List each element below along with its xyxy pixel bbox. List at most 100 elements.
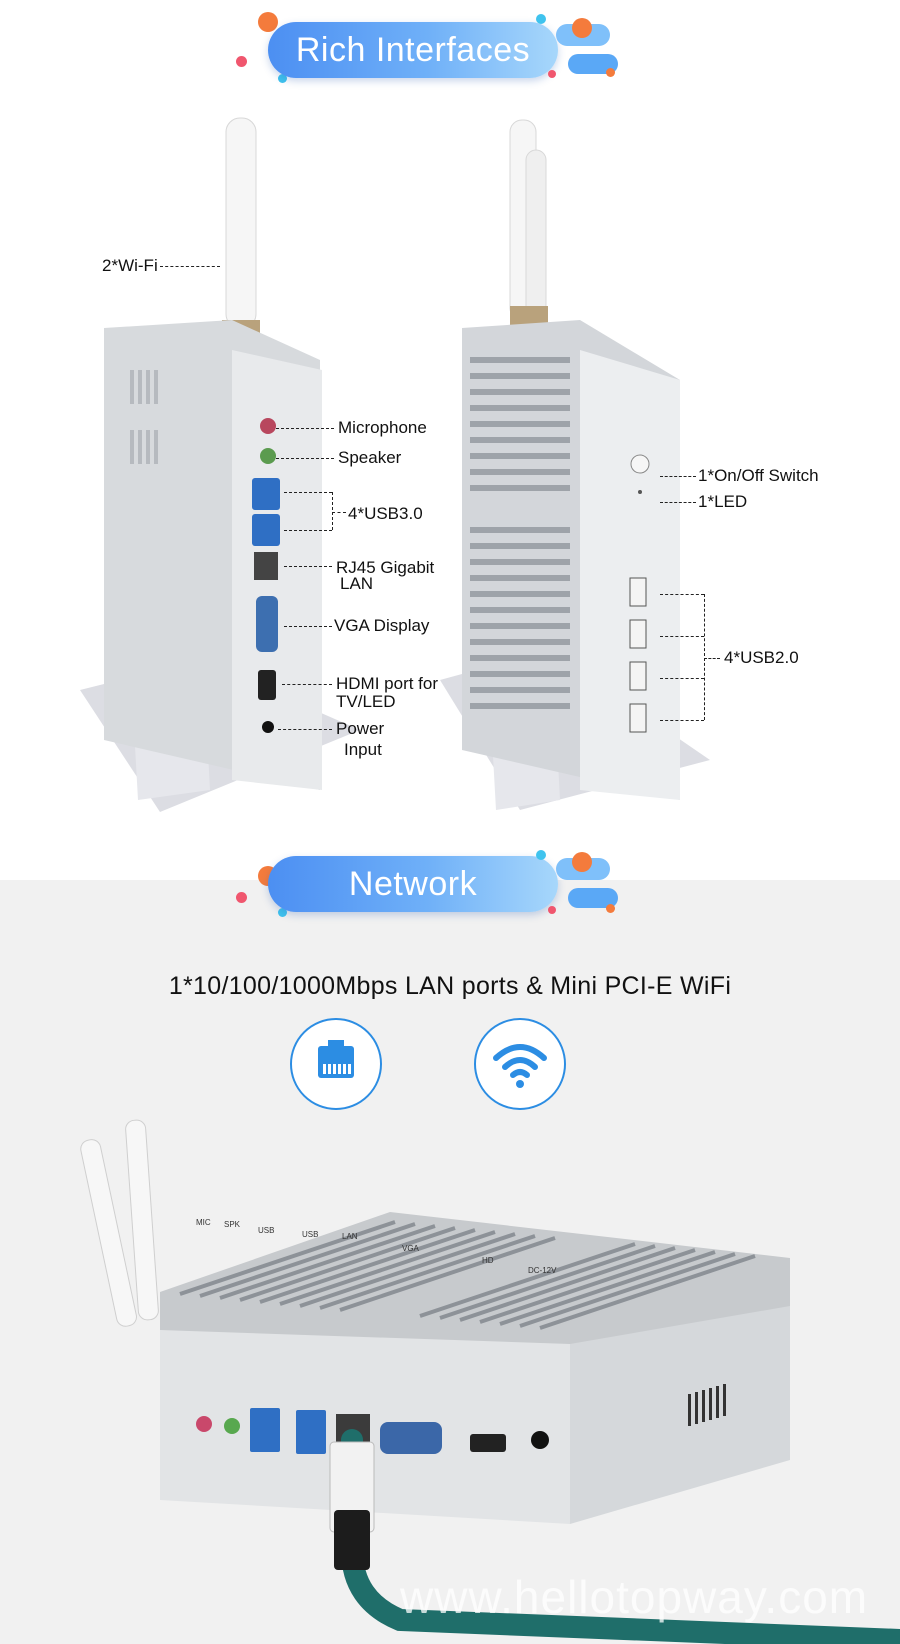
heatsink-fins: [470, 357, 570, 709]
decor-dot: [606, 68, 615, 77]
usb2-port: [629, 577, 647, 607]
hdmi-callout-line2: TV/LED: [336, 692, 396, 711]
leader-line: [332, 512, 346, 513]
hdmi-port: [470, 1434, 506, 1452]
port-label-usb: USB: [302, 1230, 319, 1239]
speaker-callout: Speaker: [338, 448, 402, 467]
network-subtitle: 1*10/100/1000Mbps LAN ports & Mini PCI-E…: [168, 972, 732, 1000]
ethernet-icon: [290, 1018, 382, 1110]
antenna: [125, 1119, 159, 1321]
decor-dot: [278, 74, 287, 83]
port-label-dc: DC-12V: [528, 1266, 557, 1275]
mini-pc-network-photo: [80, 1119, 900, 1644]
decor-dot: [548, 906, 556, 914]
antenna: [80, 1139, 137, 1327]
decor-dot: [536, 14, 546, 24]
vga-port: [380, 1422, 442, 1454]
decor-dot: [548, 70, 556, 78]
usb2-port: [629, 661, 647, 691]
usb3-port: [296, 1410, 326, 1454]
mic-port: [260, 418, 276, 434]
leader-line: [160, 266, 220, 267]
mini-pc-rear-photo: [80, 117, 360, 812]
side-vents: [130, 370, 158, 464]
wifi-icon-glyph: [493, 1044, 547, 1088]
hdmi-port: [258, 670, 276, 700]
ethernet-icon-glyph: [318, 1040, 354, 1078]
chassis-front: [580, 350, 680, 800]
banner-title: Rich Interfaces: [295, 31, 531, 69]
port-label-lan: LAN: [342, 1232, 358, 1241]
interfaces-banner: Rich Interfaces: [0, 0, 900, 90]
port-label-usb: USB: [258, 1226, 275, 1235]
heatsink-fins: [179, 1220, 756, 1330]
antenna: [225, 117, 257, 329]
power-button: [630, 454, 650, 474]
rj45-port: [254, 552, 278, 580]
usb3-callout: 4*USB3.0: [348, 504, 423, 523]
usb3-port: [250, 1408, 280, 1452]
microphone-callout: Microphone: [338, 418, 427, 437]
wifi-icon: [474, 1018, 566, 1110]
rj45-callout-line1: RJ45 Gigabit: [336, 558, 435, 577]
decor-dot: [278, 908, 287, 917]
network-banner: Network: [0, 850, 900, 970]
side-vents: [688, 1384, 726, 1426]
chassis-side: [570, 1306, 790, 1524]
power-port: [262, 721, 274, 733]
leader-bracket: [332, 492, 333, 530]
mini-pc-front-photo: [440, 119, 710, 810]
leader-line: [278, 729, 332, 730]
power-callout-line2: Input: [344, 740, 382, 759]
rj45-callout-line2: LAN: [340, 574, 374, 593]
leader-line: [276, 428, 334, 429]
wifi-callout: 2*Wi-Fi: [102, 256, 158, 275]
usb2-callout: 4*USB2.0: [724, 648, 799, 667]
leader-line: [276, 458, 334, 459]
banner-pill: [268, 856, 558, 912]
usb3-port: [252, 478, 280, 510]
leader-line: [284, 626, 332, 627]
hdmi-callout-line1: HDMI port for: [336, 674, 439, 693]
usb3-port: [252, 514, 280, 546]
banner-title: Network: [348, 865, 478, 903]
speaker-port: [260, 448, 276, 464]
vga-callout: VGA Display: [334, 616, 430, 635]
banner-tail: [568, 54, 618, 74]
speaker-port: [224, 1418, 240, 1434]
leader-line: [284, 566, 332, 567]
leader-line: [282, 684, 332, 685]
port-label-mic: MIC: [196, 1218, 211, 1227]
decor-dot: [236, 56, 247, 67]
leader-line: [660, 678, 704, 679]
leader-line: [660, 594, 704, 595]
port-label-spk: SPK: [224, 1220, 241, 1229]
port-label-hd: HD: [482, 1256, 494, 1265]
led-indicator: [638, 490, 642, 494]
network-section: Network 1*10/100/1000Mbps LAN ports & Mi…: [0, 850, 900, 1644]
leader-bracket: [704, 594, 705, 720]
banner-tail: [568, 888, 618, 908]
leader-line: [660, 720, 704, 721]
leader-line: [660, 636, 704, 637]
power-callout-line1: Power: [336, 719, 385, 738]
decor-dot: [258, 12, 278, 32]
port-label-vga: VGA: [402, 1244, 419, 1253]
vga-port: [256, 596, 278, 652]
mic-port: [196, 1416, 212, 1432]
leader-line: [284, 530, 332, 531]
decor-dot: [572, 852, 592, 872]
decor-dot: [536, 850, 546, 860]
rj45-boot: [334, 1510, 370, 1570]
usb2-port: [629, 619, 647, 649]
leader-line: [660, 502, 696, 503]
watermark: www.hellotopway.com: [400, 1571, 869, 1623]
banner-pill: [268, 22, 558, 78]
decor-dot: [606, 904, 615, 913]
leader-line: [704, 658, 720, 659]
led-callout: 1*LED: [698, 492, 748, 511]
onoff-callout: 1*On/Off Switch: [698, 466, 819, 485]
dc-power-port: [531, 1431, 549, 1449]
leader-line: [660, 476, 696, 477]
antenna: [525, 149, 547, 331]
